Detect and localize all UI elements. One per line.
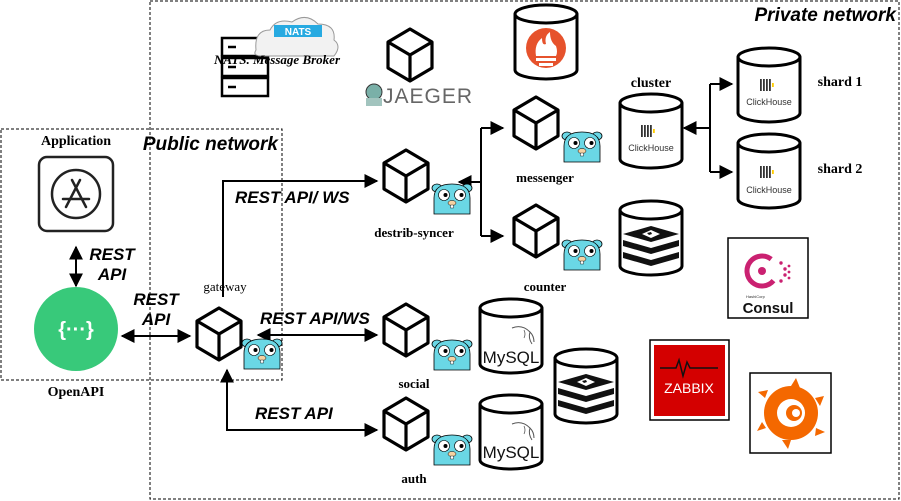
auth-node: auth [382, 396, 473, 486]
gateway-cube-icon [195, 306, 243, 362]
gateway-syncer-arrow [222, 174, 379, 297]
clickhouse-text: ClickHouse [746, 97, 792, 107]
zabbix-node: ZABBIX [649, 339, 730, 421]
mysql-text: MySQL [483, 443, 540, 462]
redis-counter-node [618, 199, 684, 277]
messenger-label: messenger [516, 170, 574, 185]
app-openapi-label-line1: REST [89, 245, 136, 264]
gopher-icon [431, 339, 473, 371]
gopher-icon [431, 434, 473, 466]
social-label: social [398, 376, 429, 391]
gateway-auth-label: REST API [255, 404, 334, 423]
gateway-auth-arrow [220, 368, 379, 437]
consul-text: Consul [743, 300, 794, 317]
openapi-node: {···} OpenAPI [34, 287, 118, 400]
mysql-auth-node: MySQL [478, 393, 544, 471]
grafana-node [749, 372, 832, 454]
gopher-icon [431, 183, 473, 215]
consul-small-text: HashiCorp [746, 294, 766, 299]
jaeger-text: JAEGER [383, 85, 473, 108]
nats-node: NATS NATS. Message Broker [213, 17, 341, 98]
openapi-gateway-label-line1: REST [133, 290, 180, 309]
clickhouse-text: ClickHouse [628, 143, 674, 153]
messenger-cube-icon [512, 95, 560, 151]
gateway-social-label: REST API/WS [260, 309, 371, 328]
clickhouse-cluster-node: cluster ClickHouse [618, 76, 684, 170]
mysql-text: MySQL [483, 348, 540, 367]
cluster-label: cluster [631, 76, 671, 91]
zabbix-text: ZABBIX [664, 380, 714, 396]
zabbix-icon [654, 345, 725, 416]
jaeger-mascot-icon [365, 83, 383, 101]
private-network-title: Private network [755, 5, 898, 26]
grafana-icon [757, 378, 825, 449]
messenger-node: messenger [512, 95, 603, 185]
redis-social-node [553, 347, 619, 425]
app-openapi-label-line2: API [97, 265, 128, 284]
private-network-boundary [149, 0, 900, 500]
syncer-cube-icon [382, 148, 430, 204]
social-cube-icon [382, 302, 430, 358]
destrib-syncer-node: destrib-syncer [374, 148, 473, 240]
jaeger-node: JAEGER [365, 27, 473, 108]
shard2-label: shard 2 [818, 162, 863, 177]
gateway-label: gateway [203, 279, 247, 294]
nats-badge-text: NATS [285, 27, 312, 38]
counter-cube-icon [512, 203, 560, 259]
counter-label: counter [524, 279, 567, 294]
clickhouse-shard2-node: ClickHouse shard 2 [736, 132, 863, 210]
nats-label: NATS. Message Broker [213, 52, 341, 67]
application-label: Application [41, 134, 111, 149]
gopher-icon [561, 239, 603, 271]
public-network-boundary [0, 128, 283, 381]
gateway-syncer-label: REST API/ WS [235, 188, 350, 207]
clickhouse-shard1-node: ClickHouse shard 1 [736, 46, 863, 124]
application-node: Application [37, 134, 115, 233]
connectors [69, 77, 734, 437]
counter-node: counter [512, 203, 603, 294]
consul-card [727, 237, 809, 319]
app-store-icon [37, 155, 115, 233]
consul-node: HashiCorp Consul [727, 237, 809, 319]
openapi-gateway-label-line2: API [141, 310, 172, 329]
gateway-node: gateway [195, 279, 283, 370]
shard1-label: shard 1 [818, 75, 863, 90]
openapi-label: OpenAPI [48, 385, 105, 400]
clickhouse-text: ClickHouse [746, 185, 792, 195]
consul-icon [744, 253, 780, 289]
destrib-syncer-label: destrib-syncer [374, 225, 454, 240]
jaeger-cube-icon [386, 27, 434, 83]
auth-cube-icon [382, 396, 430, 452]
auth-label: auth [401, 471, 427, 486]
prometheus-node [513, 3, 579, 81]
nats-badge [274, 25, 322, 37]
gopher-icon [561, 131, 603, 163]
public-network-title: Public network [143, 134, 280, 155]
openapi-glyph: {···} [58, 319, 94, 341]
mysql-social-node: MySQL [478, 297, 544, 375]
social-node: social [382, 302, 473, 391]
gopher-icon [241, 338, 283, 370]
openapi-icon [34, 287, 118, 371]
